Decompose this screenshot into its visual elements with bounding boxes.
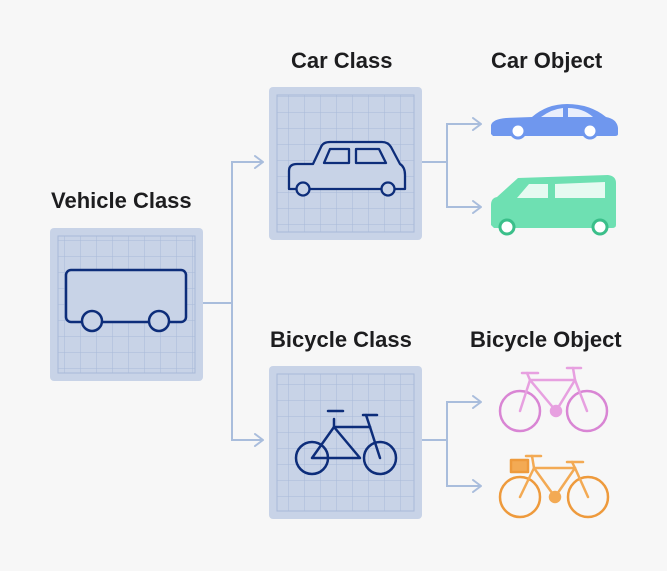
vehicle-class-blueprint xyxy=(50,228,203,381)
car-class-blueprint xyxy=(269,87,422,240)
bicycle-outline-icon xyxy=(294,409,398,476)
bicycle-class-label: Bicycle Class xyxy=(270,327,412,352)
vehicle-class-label: Vehicle Class xyxy=(51,188,192,213)
bus-outline-icon xyxy=(64,268,188,333)
orange-bicycle-object xyxy=(498,454,610,519)
car-object-label: Car Object xyxy=(491,48,603,73)
connector-arrowheads xyxy=(254,117,482,493)
bicycle-object-label: Bicycle Object xyxy=(470,327,622,352)
car-class-label: Car Class xyxy=(291,48,393,73)
sedan-object xyxy=(491,104,618,140)
connector-lines xyxy=(202,123,480,487)
bicycle-class-blueprint xyxy=(269,366,422,519)
pink-bicycle-object xyxy=(498,366,609,433)
car-outline-icon xyxy=(287,140,407,197)
van-object xyxy=(491,175,616,236)
